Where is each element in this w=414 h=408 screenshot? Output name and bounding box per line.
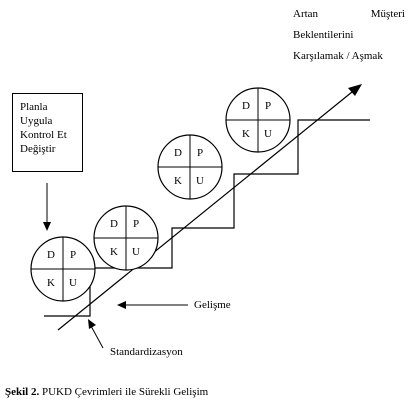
standardization-label-arrowhead: [88, 319, 96, 329]
pdca-cycle-4: D P K U: [225, 87, 291, 153]
pdca-cycle-2: D P K U: [93, 205, 159, 271]
step-do: Uygula: [20, 115, 53, 127]
goal-line-1: Artan Müşteri: [293, 9, 405, 20]
pdca-steps-box: Planla Uygula Kontrol Et Değiştir: [12, 93, 83, 172]
pdca-cycles: D P K U D P K U D P K U D P K U: [30, 87, 291, 302]
cycle-label-k: K: [47, 277, 55, 289]
improvement-label-arrowhead: [117, 301, 126, 309]
cycle-label-d: D: [110, 218, 118, 230]
cycle-label-d: D: [242, 100, 250, 112]
standardization-label-pointer: [90, 325, 104, 349]
cycle-label-d: D: [47, 249, 55, 261]
cycle-label-p: P: [70, 249, 76, 261]
goal-line-3: Karşılamak / Aşmak: [293, 50, 383, 62]
goal-word-2: Müşteri: [370, 8, 405, 20]
step-plan: Planla: [20, 101, 48, 113]
box-pointer-arrowhead: [43, 222, 51, 231]
cycle-label-k: K: [242, 128, 250, 140]
figure-caption-text: PUKD Çevrimleri ile Sürekli Gelişim: [39, 386, 209, 398]
cycle-label-k: K: [110, 246, 118, 258]
staircase-line: [44, 119, 370, 317]
improvement-label: Gelişme: [194, 299, 231, 311]
cycle-label-d: D: [174, 147, 182, 159]
figure-caption: Şekil 2. PUKD Çevrimleri ile Sürekli Gel…: [5, 386, 208, 398]
cycle-label-u: U: [196, 175, 204, 187]
cycle-label-u: U: [264, 128, 272, 140]
cycle-label-u: U: [132, 246, 140, 258]
step-check: Kontrol Et: [20, 129, 67, 141]
pdca-cycle-1: D P K U: [30, 236, 96, 302]
improvement-arrow: [57, 91, 353, 331]
goal-line-2: Beklentilerini: [293, 29, 354, 41]
step-act: Değiştir: [20, 143, 56, 155]
cycle-label-p: P: [265, 100, 271, 112]
cycle-label-k: K: [174, 175, 182, 187]
cycle-label-u: U: [69, 277, 77, 289]
goal-word-1: Artan: [293, 8, 319, 20]
improvement-arrowhead: [348, 84, 362, 96]
cycle-label-p: P: [197, 147, 203, 159]
pdca-cycle-3: D P K U: [157, 134, 223, 200]
cycle-label-p: P: [133, 218, 139, 230]
standardization-label: Standardizasyon: [110, 346, 183, 358]
figure-caption-prefix: Şekil 2.: [5, 386, 40, 398]
